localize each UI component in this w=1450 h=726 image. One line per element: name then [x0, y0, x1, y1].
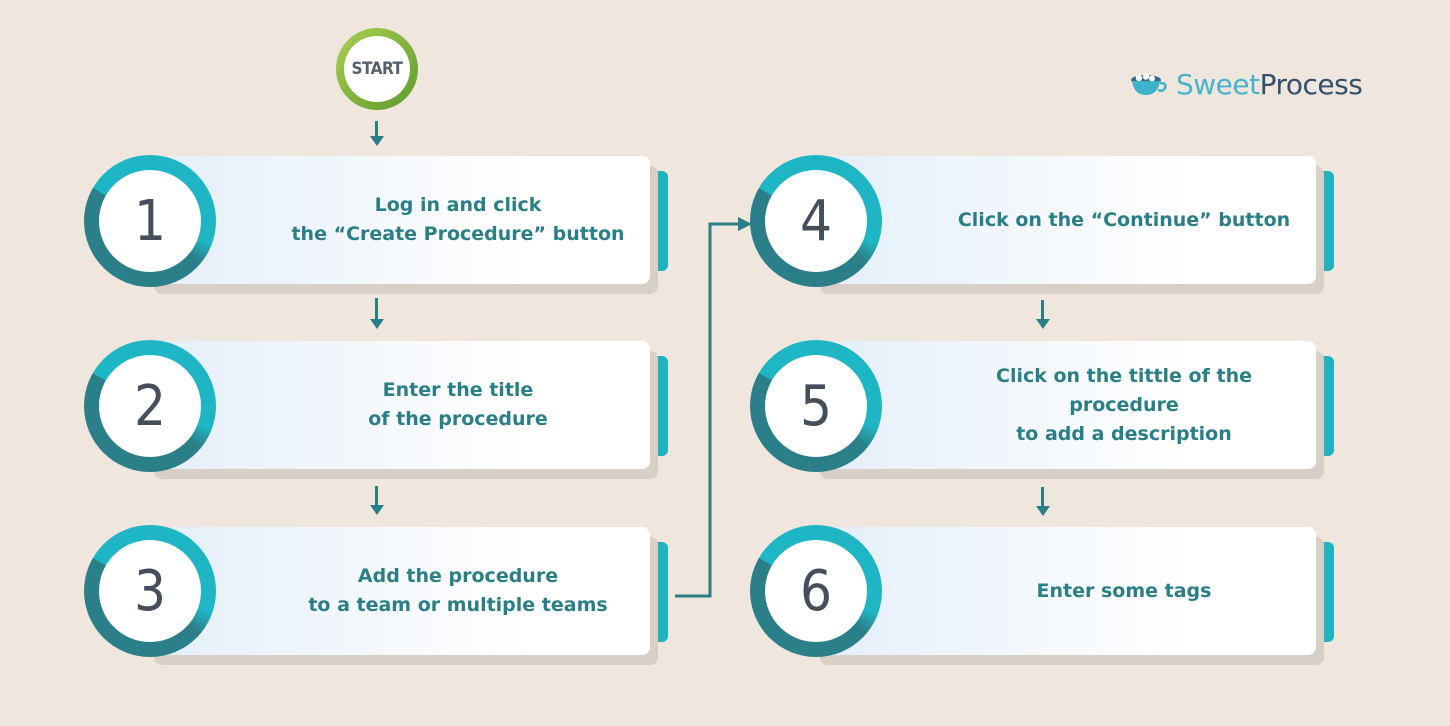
- step-3-number: 3: [99, 540, 201, 642]
- logo-sweet-text: Sweet: [1176, 67, 1260, 101]
- step-5-text: Click on the tittle of the procedure to …: [996, 364, 1252, 445]
- arrow-5-to-6: [1041, 487, 1044, 507]
- arrow-head-1-to-2: [370, 319, 384, 329]
- step-3-card: Add the procedure to a team or multiple …: [150, 527, 650, 655]
- step-2-circle: 2: [84, 340, 216, 472]
- step-3-circle: 3: [84, 525, 216, 657]
- arrow-head-5-to-6: [1036, 506, 1050, 516]
- step-1-number: 1: [99, 170, 201, 272]
- step-2-card: Enter the title of the procedure: [150, 341, 650, 469]
- logo-process-text: Process: [1259, 67, 1363, 101]
- step-5-number: 5: [765, 355, 867, 457]
- arrow-2-to-3: [375, 486, 378, 506]
- step-1-text: Log in and click the “Create Procedure” …: [291, 194, 625, 245]
- sweetprocess-logo: SweetProcess: [1130, 64, 1363, 104]
- step-2-text: Enter the title of the procedure: [368, 379, 548, 430]
- start-label: START: [344, 36, 410, 102]
- step-4-text: Click on the “Continue” button: [957, 208, 1291, 231]
- step-4-number: 4: [765, 170, 867, 272]
- step-5-circle: 5: [750, 340, 882, 472]
- step-4-card: Click on the “Continue” button: [816, 156, 1316, 284]
- step-6-card: Enter some tags: [816, 527, 1316, 655]
- step-3-text: Add the procedure to a team or multiple …: [308, 565, 608, 616]
- step-5-card: Click on the tittle of the procedure to …: [816, 341, 1316, 469]
- start-badge: START: [336, 28, 418, 110]
- step-6-circle: 6: [750, 525, 882, 657]
- step-2-number: 2: [99, 355, 201, 457]
- arrow-head-2-to-3: [370, 505, 384, 515]
- step-4-circle: 4: [750, 155, 882, 287]
- step-6-text: Enter some tags: [1036, 579, 1212, 602]
- teacup-icon: [1131, 73, 1167, 95]
- arrow-start-to-1: [375, 121, 378, 137]
- step-1-circle: 1: [84, 155, 216, 287]
- step-1-card: Log in and click the “Create Procedure” …: [150, 156, 650, 284]
- step-6-number: 6: [765, 540, 867, 642]
- arrow-4-to-5: [1041, 300, 1044, 320]
- arrow-head-4-to-5: [1036, 319, 1050, 329]
- arrow-1-to-2: [375, 298, 378, 320]
- arrow-head-start-to-1: [370, 136, 384, 146]
